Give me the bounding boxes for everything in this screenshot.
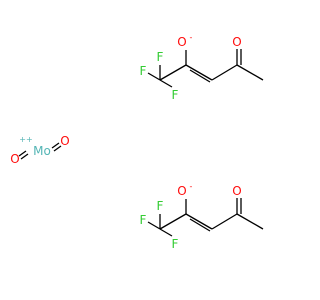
bond-c2-c3 (185, 213, 213, 230)
bond-c2-c3-double (189, 218, 211, 232)
oxo-oxygen-label: O (60, 134, 69, 148)
oxide-charge-label: - (190, 33, 193, 42)
fluorine-label: F (157, 199, 164, 213)
molybdenum-dioxo-center: ++ Mo O O (10, 134, 69, 166)
oxide-oxygen-label: O (177, 35, 186, 49)
bond-c4-methyl (236, 213, 264, 230)
bond-mo-oxo-left-double (20, 153, 29, 160)
bond-c2-c3-double (189, 69, 211, 83)
fluorine-label: F (157, 50, 164, 64)
fluorine-label: F (172, 88, 179, 102)
fluorine-label: F (140, 64, 147, 78)
metal-charge-label: ++ (19, 135, 32, 144)
ligand-top: O - O F F F (140, 33, 264, 102)
bond-c3-c4 (211, 64, 238, 81)
bond-mo-oxo-right (51, 142, 60, 149)
ligand-bottom: O - O F F F (140, 182, 264, 251)
bond-c4-methyl (236, 64, 264, 81)
bond-c3-c4 (211, 213, 238, 230)
bond-cf3-c2 (159, 213, 187, 230)
bond-cf3-c2 (159, 64, 187, 81)
molecule-structure: O - O F F F ++ Mo O O O - O F F F (10, 33, 264, 251)
fluorine-label: F (140, 213, 147, 227)
bond-cf3-f-left (147, 72, 161, 81)
molybdenum-atom-label: Mo (33, 144, 51, 158)
oxide-oxygen-label: O (177, 184, 186, 198)
oxide-charge-label: - (190, 182, 193, 191)
bond-mo-oxo-left (18, 150, 27, 157)
bond-cf3-f-bottom (159, 228, 173, 237)
fluorine-label: F (172, 237, 179, 251)
carbonyl-oxygen-label: O (232, 35, 241, 49)
bond-c2-c3 (185, 64, 213, 81)
carbonyl-oxygen-label: O (232, 184, 241, 198)
oxo-oxygen-label: O (10, 152, 19, 166)
bond-cf3-f-left (147, 221, 161, 230)
bond-mo-oxo-right-double (53, 145, 62, 152)
bond-cf3-f-bottom (159, 79, 173, 88)
